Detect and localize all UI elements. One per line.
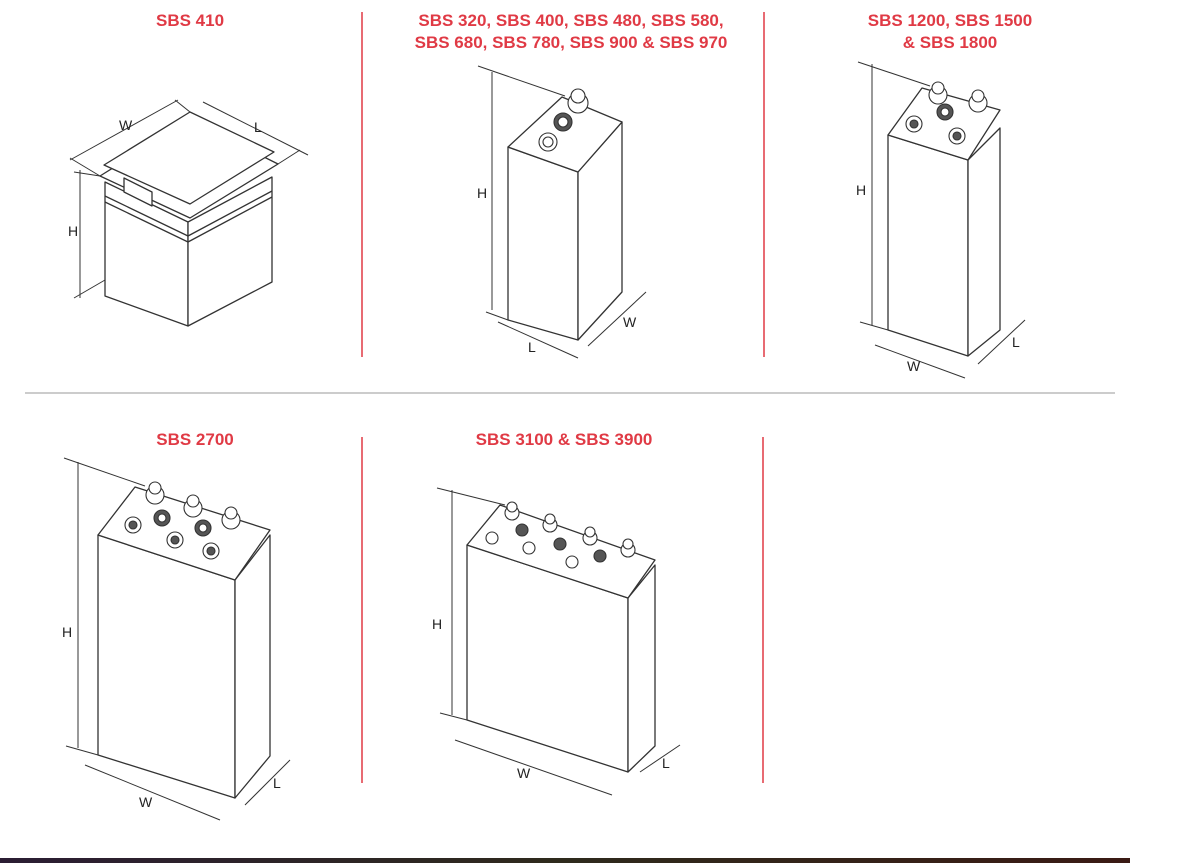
battery-sbs2700 — [97, 486, 271, 799]
dim-label-l: L — [1012, 334, 1020, 350]
panel-title-sbs2700: SBS 2700 — [156, 430, 234, 449]
dim-label-l: L — [273, 775, 281, 791]
dim-label-w: W — [907, 358, 921, 374]
dimension-lines-sbs1200-1800 — [857, 61, 1026, 379]
dividers — [25, 12, 1115, 783]
footer-bar — [0, 858, 1130, 863]
dim-label-l: L — [528, 339, 536, 355]
dim-label-w: W — [119, 117, 133, 133]
battery-sbs3100-3900 — [466, 504, 656, 773]
dimension-lines-sbs320-970 — [477, 65, 647, 359]
dim-label-h: H — [62, 624, 72, 640]
dim-label-l: L — [662, 755, 670, 771]
panel-title-sbs1200-1800: SBS 1200, SBS 1500 & SBS 1800 — [867, 11, 1033, 52]
dim-label-h: H — [68, 223, 78, 239]
terminals-sbs1200-1800 — [905, 81, 988, 145]
dim-label-w: W — [517, 765, 531, 781]
panel-title-sbs410: SBS 410 — [155, 11, 225, 30]
terminals-sbs320-970 — [538, 88, 589, 152]
battery-sbs1200-1800 — [887, 87, 1001, 357]
terminals-sbs3100-3900 — [485, 501, 636, 569]
battery-sbs320-970 — [507, 96, 623, 341]
panel-title-sbs3100-3900: SBS 3100 & SBS 3900 — [475, 430, 653, 449]
dimension-lines-sbs2700 — [63, 457, 291, 821]
terminals-sbs2700 — [124, 481, 241, 560]
dim-label-w: W — [139, 794, 153, 810]
dim-label-l: L — [254, 119, 262, 135]
panel-title-sbs320-970: SBS 320, SBS 400, SBS 480, SBS 580, SBS … — [414, 11, 728, 52]
dim-label-w: W — [623, 314, 637, 330]
battery-sbs410 — [99, 111, 279, 327]
dim-label-h: H — [432, 616, 442, 632]
dimension-lines-sbs410 — [69, 99, 309, 299]
dimension-lines-sbs3100-3900 — [436, 487, 681, 796]
dim-label-h: H — [856, 182, 866, 198]
dim-label-h: H — [477, 185, 487, 201]
